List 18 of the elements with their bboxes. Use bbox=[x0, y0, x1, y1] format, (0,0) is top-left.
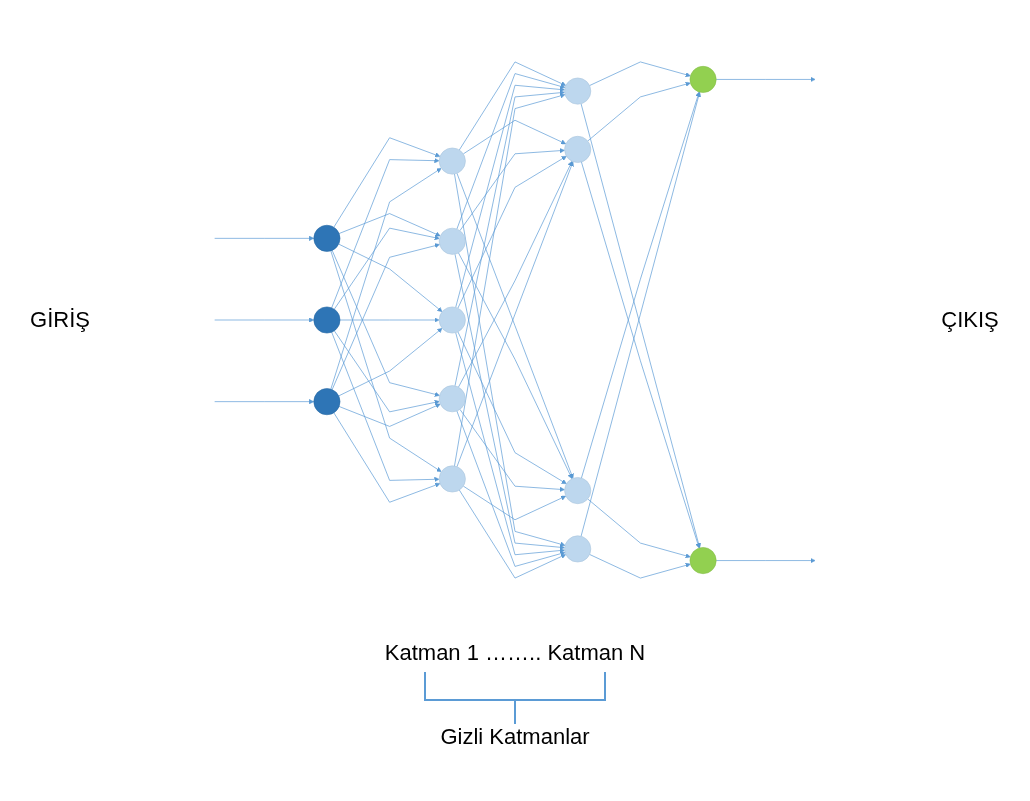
output-label: ÇIKIŞ bbox=[940, 307, 1000, 333]
node-circle bbox=[313, 388, 341, 416]
node-circle bbox=[438, 385, 466, 413]
node-circle bbox=[313, 306, 341, 334]
layer-range-label: Katman 1 …….. Katman N bbox=[384, 640, 646, 666]
hidden-layers-label: Gizli Katmanlar bbox=[440, 724, 590, 750]
node-circle bbox=[689, 547, 717, 574]
node-circle bbox=[564, 136, 592, 163]
node-circle bbox=[564, 477, 592, 504]
node-circle bbox=[438, 147, 466, 175]
node-circle bbox=[438, 306, 466, 334]
node-circle bbox=[313, 224, 341, 252]
node-circle bbox=[438, 465, 466, 493]
node-circle bbox=[689, 66, 717, 93]
node-circle bbox=[438, 227, 466, 255]
input-label: GİRİŞ bbox=[29, 307, 91, 333]
node-circle bbox=[564, 77, 592, 105]
node-circle bbox=[564, 535, 592, 563]
